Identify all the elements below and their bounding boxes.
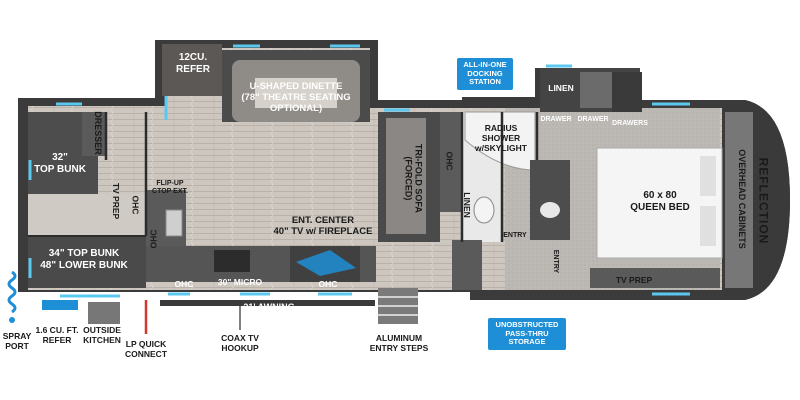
- docking-station-callout: ALL-IN-ONE DOCKING STATION: [457, 58, 513, 90]
- outside-kitchen: [88, 302, 120, 324]
- outside-kitchen-label: OUTSIDE KITCHEN: [83, 325, 121, 345]
- dinette-table: [255, 78, 337, 108]
- ohc-bottom-left-label: OHC: [174, 279, 194, 289]
- awning-label: 21' AWNING: [243, 302, 295, 312]
- drawers-label: DRAWERS: [612, 120, 648, 127]
- queen-bed-label: 60 x 80 QUEEN BED: [630, 190, 690, 213]
- spray-port-head: [9, 317, 15, 323]
- ent-center-label: ENT. CENTER 40" TV w/ FIREPLACE: [273, 215, 373, 237]
- drawer-2-label: DRAWER: [577, 116, 609, 123]
- entry-bed-label: ENTRY: [552, 249, 560, 274]
- bunks-label: 34" TOP BUNK 48" LOWER BUNK: [40, 248, 128, 271]
- entry-bath-label: ENTRY: [503, 232, 527, 239]
- bunk-divider: [28, 194, 146, 236]
- wardrobe: [612, 72, 642, 112]
- ohc-bath-label: OHC: [444, 151, 455, 171]
- linen-bath-label: LINEN: [461, 192, 472, 218]
- tv-prep-bunk-label: TV PREP: [111, 182, 122, 220]
- flip-up-label: FLIP-UP CTOP EXT.: [152, 180, 188, 196]
- small-refer-label: 1.6 CU. FT. REFER: [35, 325, 79, 345]
- tv-prep-bed-label: TV PREP: [615, 275, 653, 285]
- ohc-kitchen-label: OHC: [148, 229, 159, 249]
- overhead-cabinets-label: OVERHEAD CABINETS: [736, 149, 747, 249]
- kitchen-sink: [165, 209, 183, 237]
- fireplace-accent: [296, 250, 356, 276]
- linen-top-label: LINEN: [548, 83, 574, 93]
- bed-pillow-upper: [700, 156, 716, 196]
- entry-door-well: [452, 240, 482, 290]
- ohc-bunk-label: OHC: [130, 195, 141, 215]
- lp-connect-label: LP QUICK CONNECT: [124, 339, 168, 359]
- ohc-bath-block: [440, 112, 462, 212]
- window-highlights: [28, 44, 690, 298]
- bed-nightstand: [590, 268, 720, 288]
- spray-port-hose: [7, 270, 17, 314]
- stove: [214, 250, 250, 272]
- small-refer: [42, 300, 78, 310]
- awning-bar: [160, 300, 375, 306]
- refer-12-label: 12CU. REFER: [176, 52, 210, 75]
- toilet: [473, 196, 495, 224]
- bed-pillow-lower: [700, 206, 716, 246]
- spray-port-label: SPRAY PORT: [2, 331, 32, 351]
- micro-label: 30" MICRO: [217, 277, 263, 287]
- top-bunk-label: 32" TOP BUNK: [34, 152, 86, 175]
- refer-12-block: [162, 44, 222, 96]
- partition-walls: [104, 112, 539, 242]
- bath-vanity: [530, 160, 570, 240]
- shower-label: RADIUS SHOWER w/SKYLIGHT: [475, 123, 527, 153]
- sofa-label: TRI-FOLD SOFA (FORCED): [403, 143, 424, 213]
- entry-steps-label: ALUMINUM ENTRY STEPS: [369, 333, 429, 353]
- drawer-1-label: DRAWER: [540, 116, 572, 123]
- overhead-cabinet-block: [725, 112, 753, 288]
- bath-sink: [540, 202, 560, 218]
- dresser-label: DRESSER: [92, 111, 103, 155]
- brand-logo: REFLECTION: [756, 157, 771, 245]
- bunk-room-lower: [28, 236, 146, 288]
- sofa-cushion: [386, 118, 426, 234]
- ohc-bottom-right-label: OHC: [318, 279, 338, 289]
- pass-thru-storage-callout: UNOBSTRUCTED PASS-THRU STORAGE: [488, 318, 566, 350]
- coax-label: COAX TV HOOKUP: [221, 333, 259, 353]
- dresser: [82, 112, 106, 156]
- closet-shelving: [580, 72, 612, 108]
- dinette-label: U-SHAPED DINETTE (78" THEATRE SEATING OP…: [241, 81, 351, 114]
